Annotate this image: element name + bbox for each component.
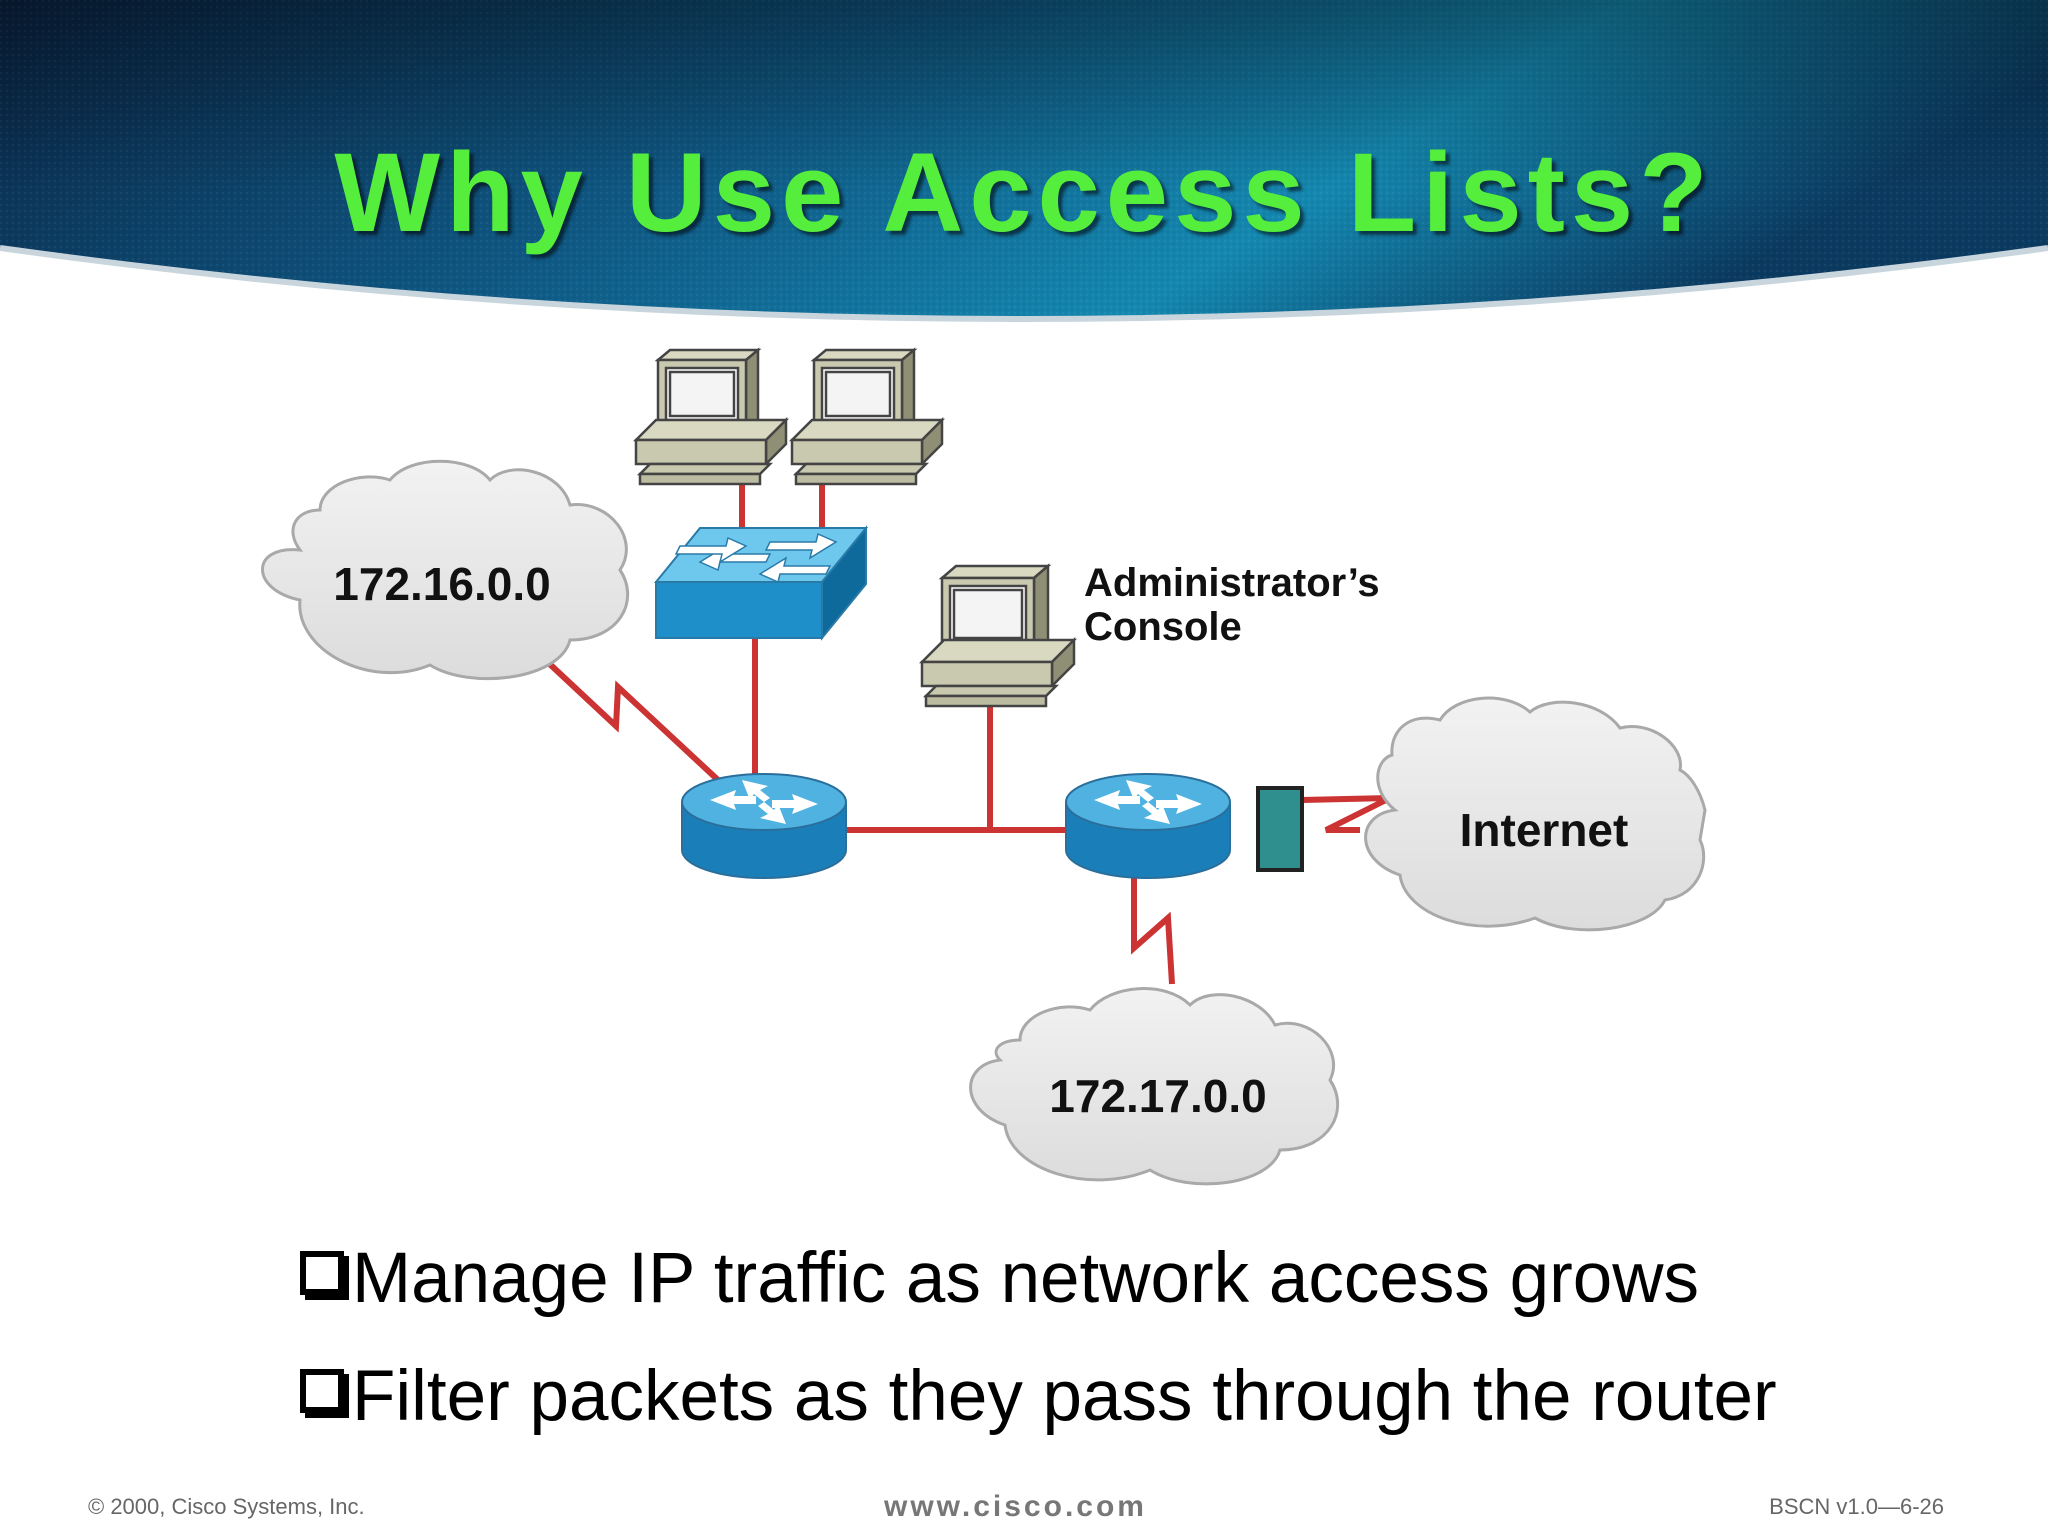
footer-copyright: © 2000, Cisco Systems, Inc.	[88, 1494, 365, 1519]
bullet-item: Manage IP traffic as network access grow…	[300, 1220, 1777, 1338]
admin-console-icon	[918, 563, 1078, 708]
cloud-internet	[1364, 696, 1707, 932]
checkbox-bullet-icon	[300, 1251, 344, 1295]
workstation-2	[788, 347, 946, 486]
bullet-text: Filter packets as they pass through the …	[352, 1357, 1777, 1436]
workstation-1	[632, 347, 790, 486]
network-label-internet: Internet	[1460, 804, 1629, 856]
serial-link-172-16	[537, 652, 721, 783]
firewall-icon	[1256, 786, 1304, 872]
cloud-172-16	[261, 459, 630, 681]
bullet-list: Manage IP traffic as network access grow…	[300, 1220, 1777, 1456]
header-banner	[0, 0, 2048, 322]
switch-icon	[653, 525, 869, 641]
checkbox-bullet-icon	[300, 1369, 344, 1413]
admin-console-label-line2: Console	[1084, 605, 1242, 649]
router-2-icon	[1065, 773, 1231, 879]
bullet-item: Filter packets as they pass through the …	[300, 1338, 1777, 1456]
serial-link-172-17	[1131, 878, 1175, 985]
network-label-172-17: 172.17.0.0	[1049, 1070, 1266, 1122]
footer-course-code: BSCN v1.0—6-26	[1769, 1494, 1944, 1519]
footer-website: www.cisco.com	[884, 1490, 1147, 1523]
admin-console-label-line1: Administrator’s	[1084, 561, 1380, 605]
cloud-172-17	[969, 987, 1340, 1186]
bullet-text: Manage IP traffic as network access grow…	[352, 1239, 1699, 1318]
network-label-172-16: 172.16.0.0	[333, 558, 550, 610]
links	[537, 484, 1392, 985]
serial-link-internet	[1301, 795, 1392, 833]
slide-title: Why Use Access Lists?	[334, 130, 1714, 255]
router-1-icon	[681, 773, 847, 879]
